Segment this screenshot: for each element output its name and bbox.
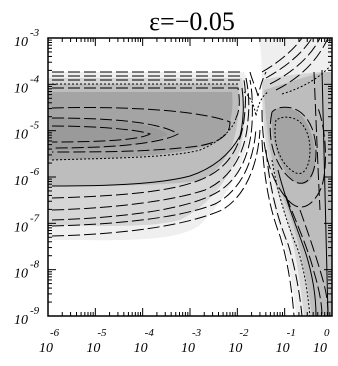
contour-line xyxy=(52,87,240,119)
contour-line xyxy=(265,149,303,316)
y-tick-label: 10-8 xyxy=(14,259,40,282)
contour-line xyxy=(277,169,317,316)
fill-level-dark-right xyxy=(271,107,316,185)
x-tick-label-base: 10 xyxy=(228,341,242,356)
y-tick-label: 10-4 xyxy=(14,73,40,96)
contour-line xyxy=(249,71,267,97)
contour-line xyxy=(51,87,244,187)
y-tick-label: 10-6 xyxy=(14,166,40,189)
y-tick-label-exponent: -3 xyxy=(30,27,40,39)
y-tick-label-base: 10 xyxy=(14,128,28,143)
contour-line xyxy=(51,117,179,149)
x-tick-label-exponent: 0 xyxy=(324,327,330,339)
contour-line xyxy=(243,91,269,117)
contour-line xyxy=(271,159,311,316)
x-tick-label-exponent: -5 xyxy=(97,327,107,339)
y-tick-label-base: 10 xyxy=(14,220,28,235)
contour-line xyxy=(265,38,313,79)
y-tick-label-base: 10 xyxy=(14,81,28,96)
y-tick-label-exponent: -9 xyxy=(30,305,40,317)
contour-line xyxy=(51,77,250,211)
y-tick-label: 10-7 xyxy=(14,212,40,235)
contour-line xyxy=(281,63,332,95)
y-tick-label: 10-9 xyxy=(14,305,40,328)
x-tick-label-exponent: -2 xyxy=(239,327,249,339)
y-tick-label-exponent: -4 xyxy=(30,73,40,85)
contour-line xyxy=(321,69,329,316)
x-tick-label: 10-1 xyxy=(276,327,296,356)
y-tick-labels: 10-310-410-510-610-710-810-9 xyxy=(14,27,40,328)
contour-line xyxy=(51,79,246,199)
x-tick-label-exponent: -6 xyxy=(50,327,60,339)
contour-line xyxy=(51,79,253,221)
y-tick-label: 10-5 xyxy=(14,120,40,143)
y-tick-label-exponent: -8 xyxy=(30,259,40,271)
contour-line xyxy=(51,127,257,227)
y-tick-label-exponent: -7 xyxy=(30,212,40,224)
contour-line xyxy=(51,125,152,143)
contour-line xyxy=(275,38,329,91)
x-tick-label: 10-6 xyxy=(39,327,60,356)
x-tick-label: 10-4 xyxy=(134,327,155,356)
x-tick-label-base: 10 xyxy=(134,341,148,356)
x-tick-label-exponent: -3 xyxy=(192,327,202,339)
x-tick-label-exponent: -1 xyxy=(287,327,296,339)
y-tick-label-base: 10 xyxy=(14,35,28,50)
contour-line xyxy=(269,38,321,85)
x-tick-label-base: 10 xyxy=(39,341,53,356)
chart-title: ε=−0.05 xyxy=(149,7,235,36)
x-tick-label-base: 10 xyxy=(181,341,195,356)
contour-line xyxy=(274,116,311,174)
y-tick-label-exponent: -5 xyxy=(30,120,40,132)
contour-line xyxy=(51,117,237,161)
y-tick-label: 10-3 xyxy=(14,27,40,50)
x-tick-label-base: 10 xyxy=(86,341,100,356)
y-tick-label-base: 10 xyxy=(14,313,28,328)
contour-lines xyxy=(51,38,332,316)
contour-line xyxy=(51,129,261,237)
x-tick-label-base: 10 xyxy=(313,341,327,356)
y-tick-label-base: 10 xyxy=(14,267,28,282)
contour-line xyxy=(285,195,323,316)
axis-ticks xyxy=(47,37,333,317)
contour-line xyxy=(261,139,295,316)
x-tick-label: 10-3 xyxy=(181,327,202,356)
y-tick-label-exponent: -6 xyxy=(30,166,40,178)
x-tick-label: 100 xyxy=(313,327,330,356)
x-tick-label-exponent: -4 xyxy=(145,327,155,339)
x-tick-label: 10-5 xyxy=(86,327,107,356)
contour-line xyxy=(269,106,317,184)
x-tick-label-base: 10 xyxy=(276,341,290,356)
y-tick-label-base: 10 xyxy=(14,174,28,189)
contour-line xyxy=(313,71,321,211)
x-tick-label: 10-2 xyxy=(228,327,249,356)
